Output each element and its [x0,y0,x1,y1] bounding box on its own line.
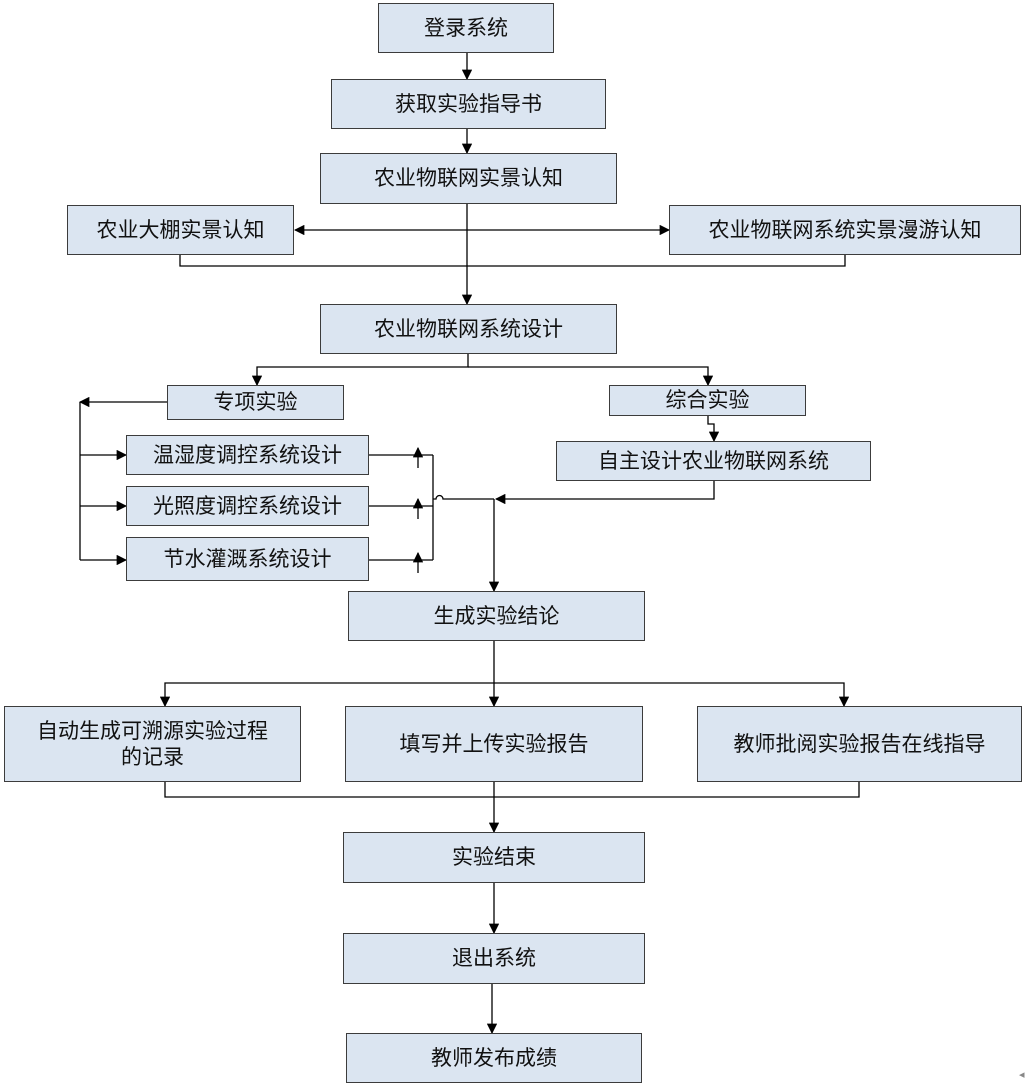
node-conclusion: 生成实验结论 [348,591,645,641]
node-iot-scene: 农业物联网实景认知 [320,153,617,204]
corner-mark-icon: ◂ [1019,1068,1025,1081]
node-self-design: 自主设计农业物联网系统 [556,441,871,481]
node-greenhouse: 农业大棚实景认知 [67,205,294,255]
node-temp-humidity: 温湿度调控系统设计 [126,435,369,475]
node-publish-grade: 教师发布成绩 [346,1033,642,1083]
node-exit: 退出系统 [343,933,645,984]
node-light: 光照度调控系统设计 [126,486,369,526]
node-upload-report: 填写并上传实验报告 [345,706,643,782]
node-comprehensive-exp: 综合实验 [609,385,806,416]
node-login: 登录系统 [378,3,554,53]
node-auto-record: 自动生成可溯源实验过程 的记录 [4,706,301,782]
node-exp-end: 实验结束 [343,832,645,883]
node-irrigation: 节水灌溉系统设计 [126,537,369,581]
node-iot-roaming: 农业物联网系统实景漫游认知 [669,205,1021,255]
node-special-exp: 专项实验 [167,385,344,420]
node-iot-design: 农业物联网系统设计 [320,304,617,354]
node-get-guide: 获取实验指导书 [331,79,606,129]
node-teacher-review: 教师批阅实验报告在线指导 [697,706,1022,782]
